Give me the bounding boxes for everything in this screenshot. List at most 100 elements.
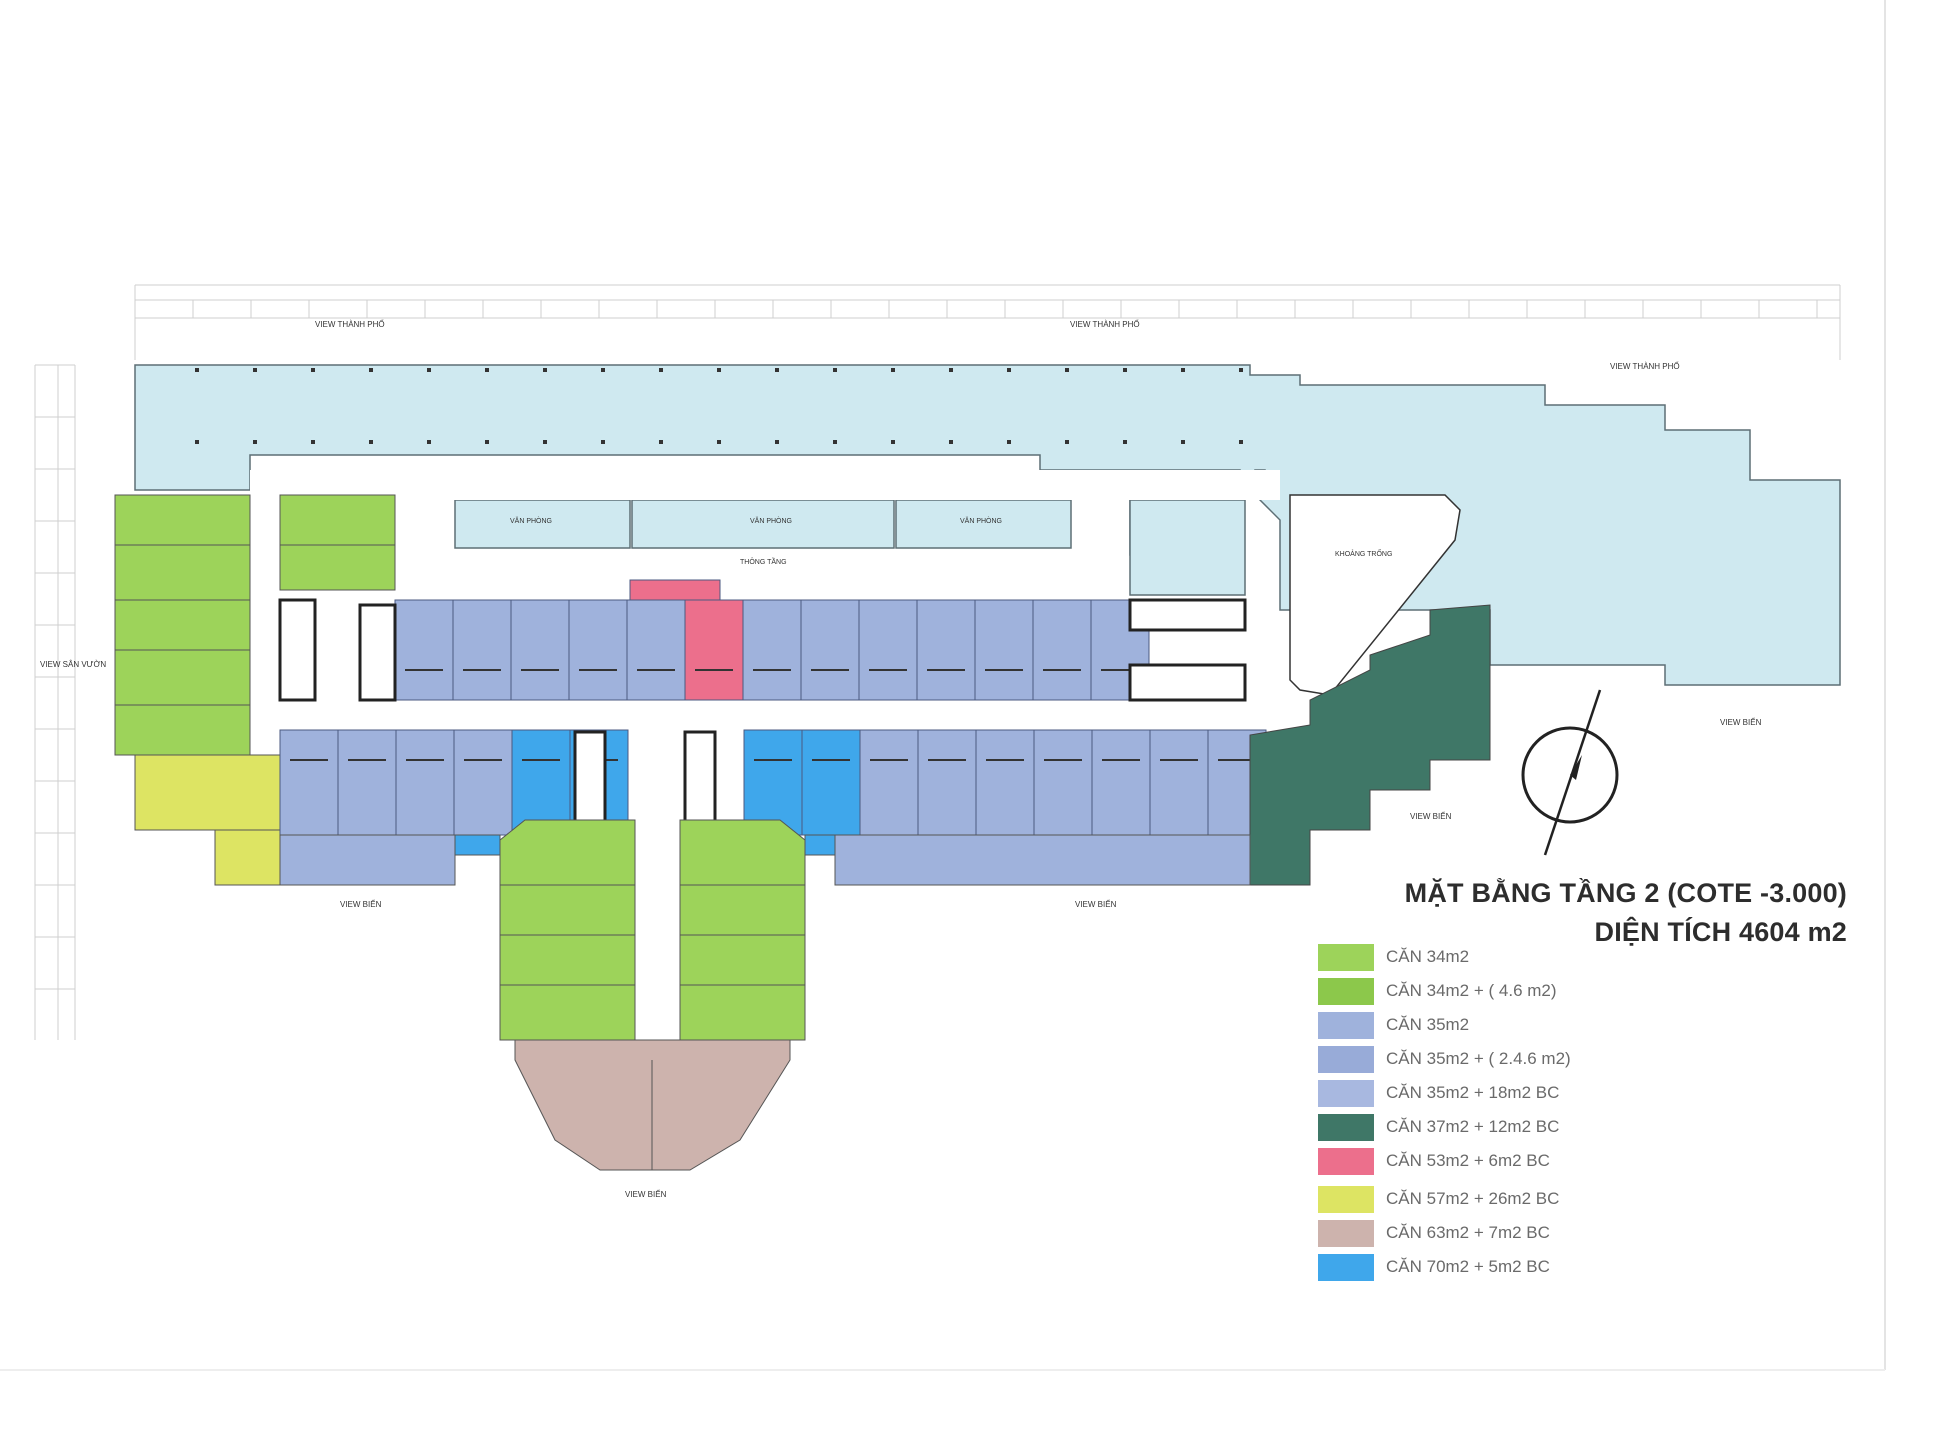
annotation-view-thanh-pho-2: VIEW THÀNH PHỐ bbox=[1070, 320, 1140, 329]
annotation-view-bien-3: VIEW BIỂN bbox=[1410, 812, 1452, 821]
unit bbox=[511, 729, 571, 836]
dimension-lines-left bbox=[34, 365, 76, 1040]
legend-swatch bbox=[1318, 1148, 1374, 1175]
column-mark bbox=[311, 368, 315, 372]
column-mark bbox=[1123, 440, 1127, 444]
unit bbox=[629, 579, 721, 601]
column-mark bbox=[543, 440, 547, 444]
annotation-van-phong-2: VĂN PHÒNG bbox=[750, 518, 793, 525]
unit bbox=[395, 729, 455, 836]
legend-label: CĂN 35m2 bbox=[1386, 1015, 1470, 1034]
column-mark bbox=[949, 368, 953, 372]
column-mark bbox=[369, 368, 373, 372]
legend-label: CĂN 34m2 + ( 4.6 m2) bbox=[1386, 981, 1557, 1000]
annotation-view-bien-4: VIEW BIỂN bbox=[1720, 718, 1762, 727]
legend-label: CĂN 37m2 + 12m2 BC bbox=[1386, 1117, 1560, 1136]
unit bbox=[1033, 729, 1093, 836]
compass-icon bbox=[1521, 689, 1619, 856]
unit bbox=[858, 599, 918, 701]
unit bbox=[743, 729, 803, 836]
units-south-row bbox=[279, 729, 1267, 836]
annotation-view-bien-1: VIEW BIỂN bbox=[340, 900, 382, 909]
unit bbox=[394, 599, 454, 701]
annotation-view-bien-2: VIEW BIỂN bbox=[1075, 900, 1117, 909]
lobby-area bbox=[134, 364, 1841, 686]
column-mark bbox=[1181, 440, 1185, 444]
legend-swatch bbox=[1318, 1220, 1374, 1247]
column-mark bbox=[833, 368, 837, 372]
annotation-view-bien-5: VIEW BIỂN bbox=[625, 1190, 667, 1199]
legend-swatch bbox=[1318, 978, 1374, 1005]
column-mark bbox=[253, 368, 257, 372]
column-mark bbox=[1239, 440, 1243, 444]
annotation-van-phong-3: VĂN PHÒNG bbox=[960, 518, 1003, 525]
annotation-view-thanh-pho-1: VIEW THÀNH PHỐ bbox=[315, 320, 385, 329]
legend-label: CĂN 35m2 + 18m2 BC bbox=[1386, 1083, 1560, 1102]
legend-label: CĂN 63m2 + 7m2 BC bbox=[1386, 1223, 1550, 1242]
legend-label: CĂN 35m2 + ( 2.4.6 m2) bbox=[1386, 1049, 1571, 1068]
column-mark bbox=[601, 440, 605, 444]
unit bbox=[684, 599, 744, 701]
column-mark bbox=[427, 368, 431, 372]
unit bbox=[510, 599, 570, 701]
column-mark bbox=[659, 368, 663, 372]
unit bbox=[916, 599, 976, 701]
column-mark bbox=[1065, 368, 1069, 372]
column-mark bbox=[1007, 368, 1011, 372]
stair-cores bbox=[278, 598, 1247, 834]
annotation-thong-tang: THÔNG TẦNG bbox=[740, 559, 787, 566]
dimension-ticks-top bbox=[134, 300, 1818, 318]
column-mark bbox=[775, 368, 779, 372]
legend-swatch bbox=[1318, 1046, 1374, 1073]
column-mark bbox=[1181, 368, 1185, 372]
column-mark bbox=[311, 440, 315, 444]
column-mark bbox=[833, 440, 837, 444]
annotation-view-san-vuon: VIEW SÂN VƯỜN bbox=[40, 660, 107, 669]
void-space bbox=[1289, 494, 1461, 696]
unit bbox=[800, 599, 860, 701]
column-mark bbox=[601, 368, 605, 372]
unit bbox=[801, 729, 861, 836]
unit bbox=[452, 599, 512, 701]
legend-label: CĂN 57m2 + 26m2 BC bbox=[1386, 1189, 1560, 1208]
column-mark bbox=[1065, 440, 1069, 444]
column-mark bbox=[891, 440, 895, 444]
legend-swatch bbox=[1318, 1080, 1374, 1107]
unit bbox=[453, 729, 513, 836]
annotation-view-thanh-pho-3: VIEW THÀNH PHỐ bbox=[1610, 362, 1680, 371]
column-mark bbox=[717, 440, 721, 444]
unit bbox=[337, 729, 397, 836]
unit bbox=[626, 599, 686, 701]
unit bbox=[1149, 729, 1209, 836]
legend-label: CĂN 70m2 + 5m2 BC bbox=[1386, 1257, 1550, 1276]
column-mark bbox=[1007, 440, 1011, 444]
column-mark bbox=[543, 368, 547, 372]
legend-label: CĂN 53m2 + 6m2 BC bbox=[1386, 1151, 1550, 1170]
unit bbox=[742, 599, 802, 701]
unit bbox=[974, 599, 1034, 701]
legend-swatch bbox=[1318, 1114, 1374, 1141]
dimension-ticks-left bbox=[35, 364, 75, 990]
legend-swatch bbox=[1318, 1186, 1374, 1213]
column-mark bbox=[775, 440, 779, 444]
unit bbox=[1032, 599, 1092, 701]
corridor bbox=[250, 470, 1280, 1060]
column-mark bbox=[369, 440, 373, 444]
units-north-row bbox=[394, 579, 1150, 701]
room-labels bbox=[195, 368, 1243, 444]
plan-title: MẶT BẰNG TẦNG 2 (COTE -3.000) bbox=[1404, 878, 1847, 908]
dimension-lines-top bbox=[134, 284, 1841, 360]
legend-label: CĂN 34m2 bbox=[1386, 947, 1470, 966]
plan-area: DIỆN TÍCH 4604 m2 bbox=[1594, 917, 1847, 947]
annotation-khong-trong: KHOẢNG TRỐNG bbox=[1335, 551, 1393, 558]
unit bbox=[917, 729, 977, 836]
column-mark bbox=[891, 368, 895, 372]
column-mark bbox=[195, 368, 199, 372]
unit-partitions-west bbox=[115, 544, 395, 706]
column-mark bbox=[659, 440, 663, 444]
unit bbox=[568, 599, 628, 701]
unit bbox=[279, 729, 339, 836]
column-mark bbox=[427, 440, 431, 444]
units-east bbox=[1249, 604, 1491, 886]
